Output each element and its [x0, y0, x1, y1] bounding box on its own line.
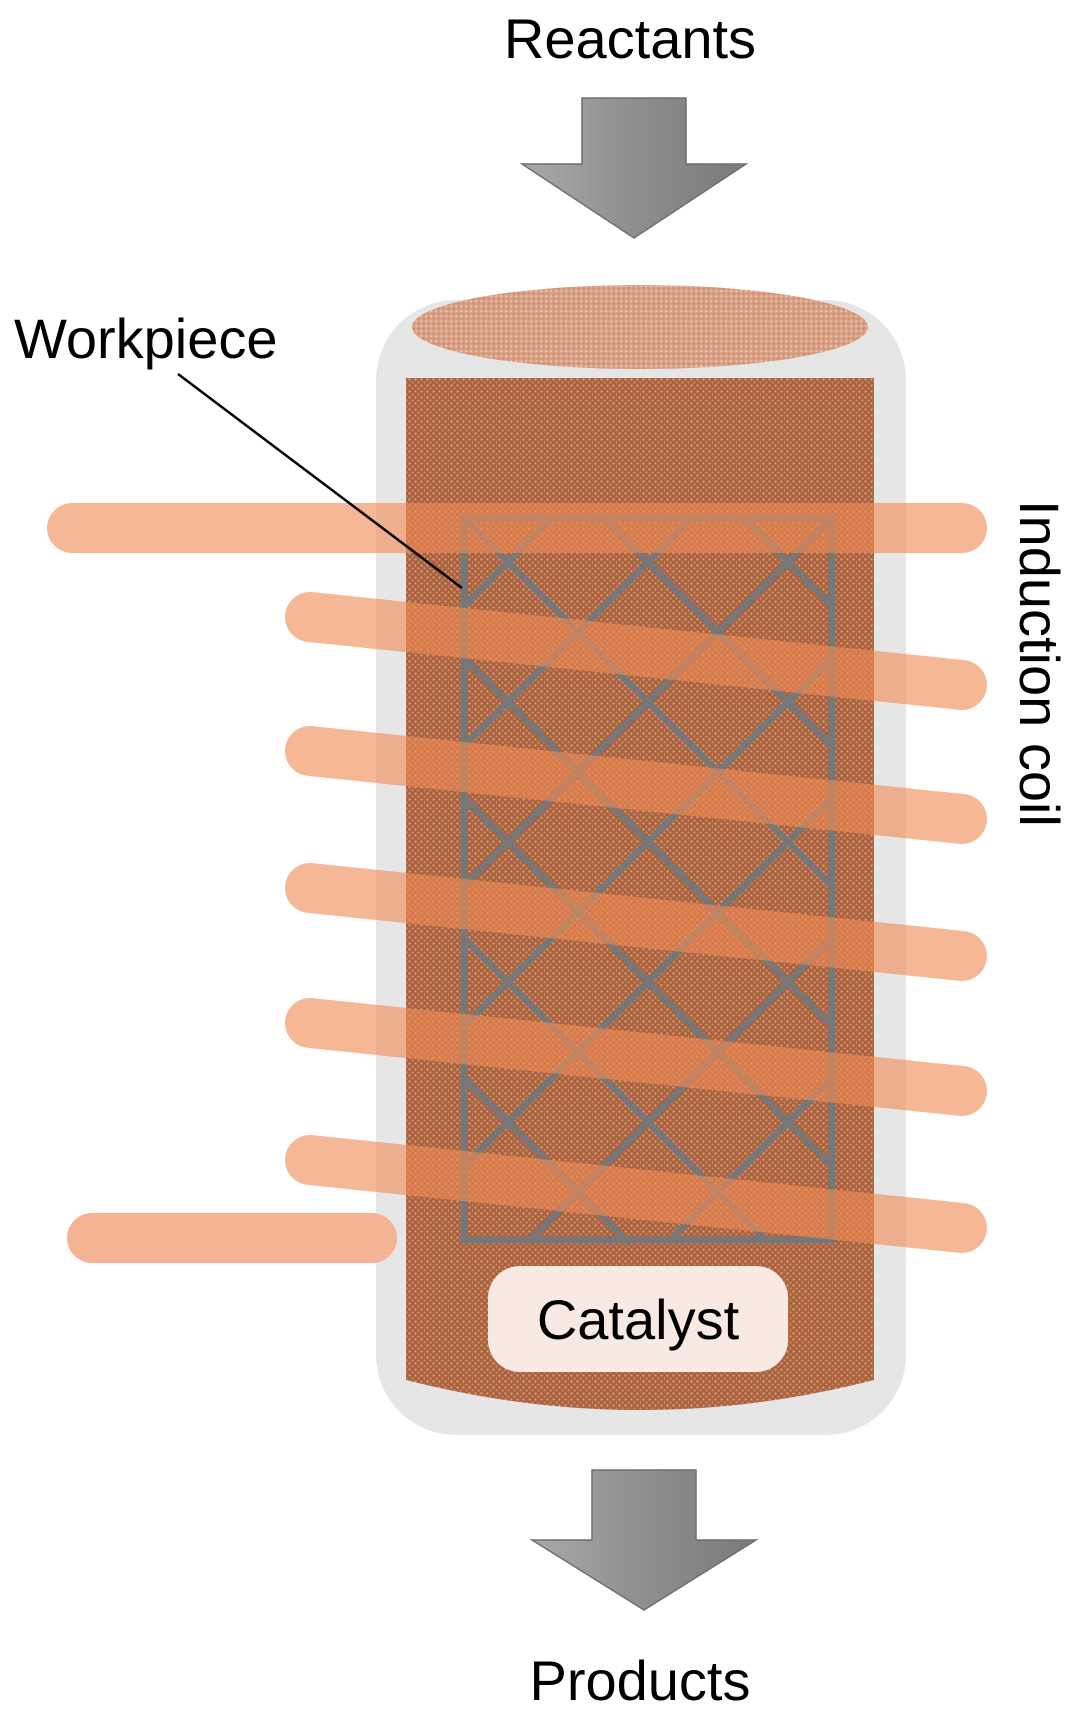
coil-turn-3 — [285, 863, 987, 981]
workpiece-label: Workpiece — [14, 307, 278, 370]
reactants-label: Reactants — [504, 7, 756, 70]
products-label: Products — [530, 1649, 751, 1712]
reactants-arrow-icon — [519, 97, 749, 239]
catalyst-label: Catalyst — [537, 1288, 740, 1351]
coil-turn-1 — [285, 592, 987, 710]
workpiece-leader-line — [177, 373, 463, 589]
catalyst-top-surface — [412, 285, 868, 369]
induction-coil-label: Induction coil — [1008, 500, 1071, 827]
products-arrow-icon — [529, 1469, 759, 1611]
induction-coil — [47, 503, 987, 1253]
coil-turn-2 — [285, 726, 987, 844]
coil-turn-4 — [285, 998, 987, 1116]
catalyst-label-box: Catalyst — [488, 1266, 788, 1372]
coil-turn-5 — [285, 1135, 987, 1253]
